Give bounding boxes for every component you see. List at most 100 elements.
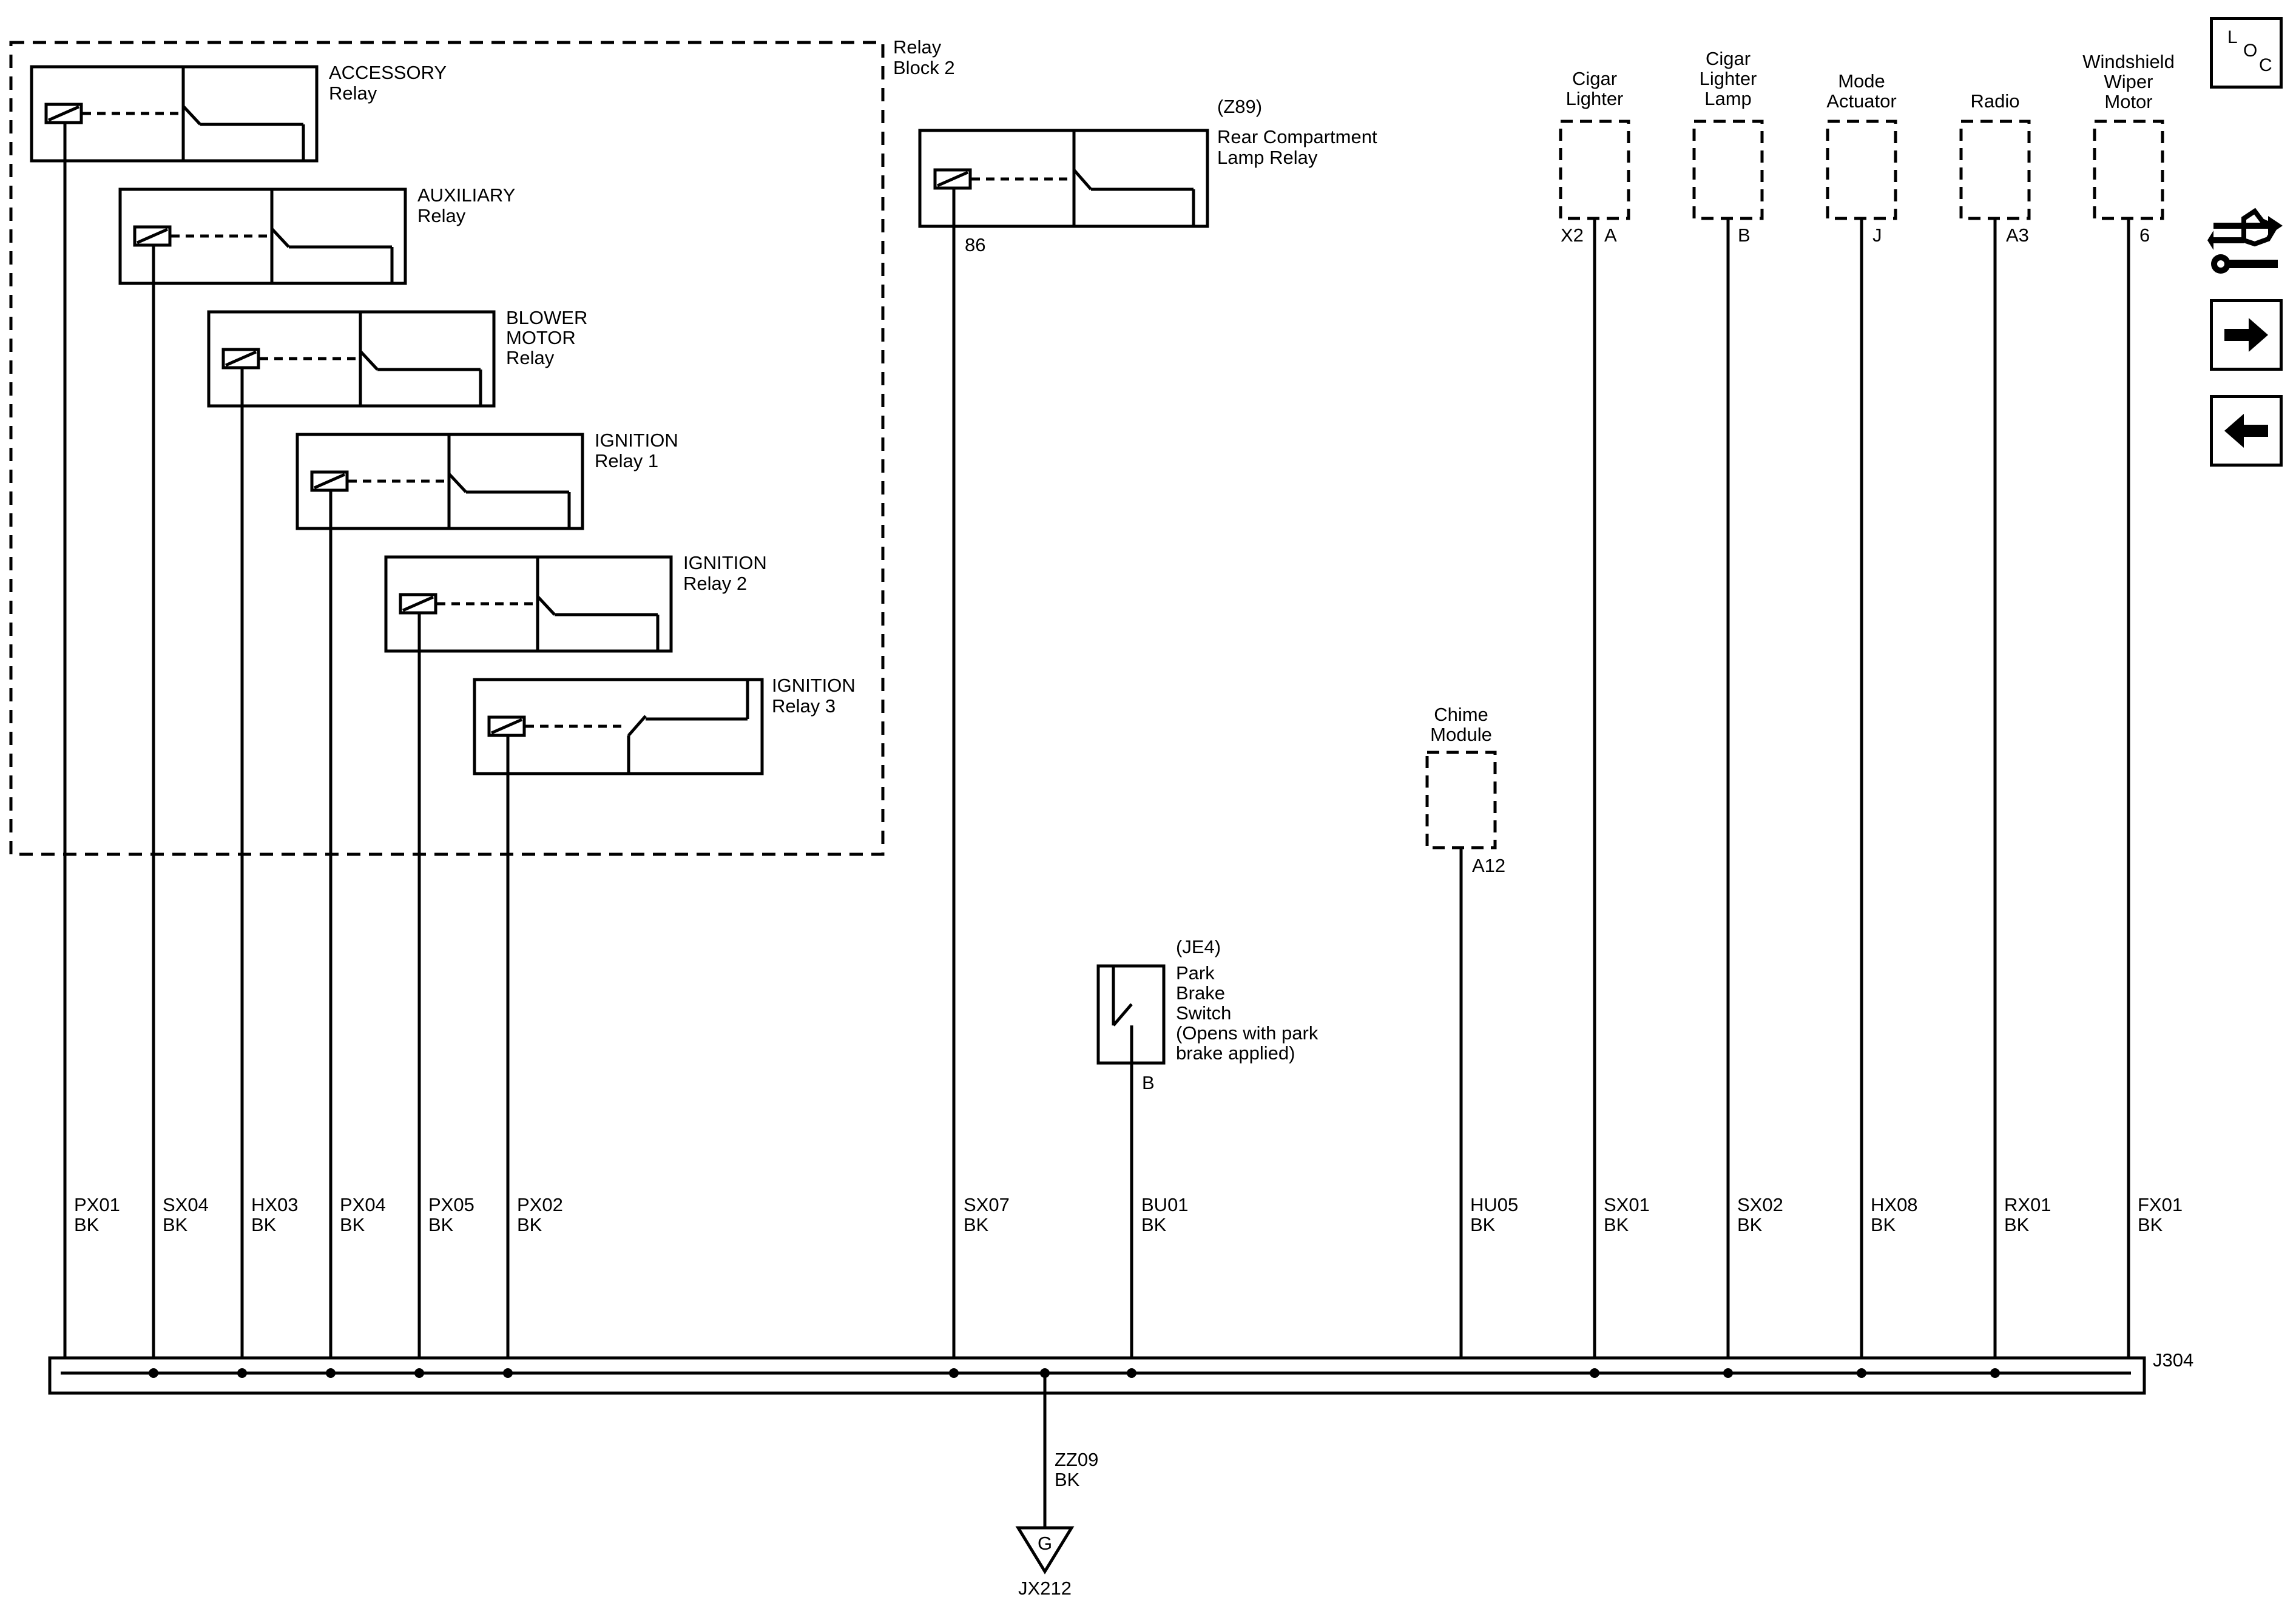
relay-name: Lamp Relay (1217, 147, 1318, 168)
wire-color: BK (340, 1214, 365, 1235)
location-button[interactable]: L O C (2210, 17, 2283, 89)
relay-name: Relay 2 (683, 573, 747, 594)
wire-color: BK (2004, 1214, 2030, 1235)
arrow-left-icon (2224, 414, 2268, 448)
switch-label: (Opens with park (1176, 1022, 1319, 1044)
wire-color: BK (1871, 1214, 1896, 1235)
circuit-id: SX02 (1737, 1194, 1783, 1215)
relay-name: BLOWER (506, 307, 587, 328)
splice-pack: J304 (48, 1349, 2193, 1395)
component-name: Wiper (2104, 71, 2153, 92)
circuit-id: SX01 (1604, 1194, 1650, 1215)
circuit-id: PX01 (74, 1194, 120, 1215)
relay-name: MOTOR (506, 327, 576, 348)
splice-dots (149, 1368, 2000, 1378)
pin-label: A3 (2006, 224, 2029, 246)
auxiliary-relay: AUXILIARY Relay (118, 184, 515, 285)
pin-label: 6 (2139, 224, 2150, 246)
relay-block-label: Block 2 (893, 57, 955, 78)
component-name: Cigar (1572, 68, 1617, 89)
option-code: (Z89) (1217, 96, 1262, 117)
wire-color: BK (2138, 1214, 2163, 1235)
circuit-id: PX04 (340, 1194, 386, 1215)
ignition-relay-3: IGNITION Relay 3 (473, 675, 856, 775)
pin-label: J (1872, 224, 1882, 246)
component-name: Chime (1434, 704, 1488, 725)
ground-symbol-letter: G (1038, 1533, 1052, 1554)
ground-symbol (1015, 1526, 1075, 1575)
component-name: Lighter (1566, 88, 1624, 109)
circuit-id: RX01 (2004, 1194, 2051, 1215)
back-button[interactable] (2210, 395, 2283, 467)
component-name: Radio (1971, 90, 2020, 112)
component-name: Motor (2104, 91, 2152, 112)
wire-color: BK (163, 1214, 188, 1235)
blower-motor-relay: BLOWER MOTOR Relay (207, 307, 587, 408)
circuit-id: ZZ09 (1055, 1449, 1098, 1470)
tools-button[interactable] (2207, 206, 2285, 284)
splice-label: J304 (2153, 1349, 2193, 1371)
relay-name: Relay (417, 205, 466, 226)
switch-label: Park (1176, 962, 1215, 984)
loc-letter: O (2243, 41, 2258, 61)
loc-letter: C (2259, 55, 2272, 75)
relay-name: Relay (506, 347, 555, 368)
component-name: Actuator (1826, 90, 1896, 112)
wire-color: BK (517, 1214, 542, 1235)
wire-color: BK (1737, 1214, 1763, 1235)
wire-color: BK (1055, 1469, 1080, 1490)
chime-module: Chime Module A12 (1425, 704, 1505, 876)
component-name: Module (1430, 724, 1492, 745)
circuit-id: SX07 (964, 1194, 1010, 1215)
wire-color: BK (1141, 1214, 1167, 1235)
circuit-id: BU01 (1141, 1194, 1189, 1215)
component-name: Windshield (2082, 51, 2175, 72)
wire-color: BK (1604, 1214, 1629, 1235)
pin-label: A12 (1472, 855, 1505, 876)
ignition-relay-2: IGNITION Relay 2 (384, 552, 767, 653)
windshield-wiper-motor: Windshield Wiper Motor 6 (2082, 51, 2175, 246)
switch-label: Brake (1176, 982, 1225, 1004)
relay-name: IGNITION (595, 430, 678, 451)
connector-label: X2 (1561, 224, 1584, 246)
circuit-id: PX02 (517, 1194, 563, 1215)
pin-label: B (1142, 1072, 1155, 1093)
ground-label: JX212 (1018, 1578, 1072, 1599)
cigar-lighter-lamp: Cigar Lighter Lamp B (1692, 48, 1764, 246)
circuit-id: HX08 (1871, 1194, 1918, 1215)
relay-block-label: Relay (893, 36, 942, 58)
relay-block-outline (9, 41, 885, 856)
wire-color: BK (74, 1214, 100, 1235)
switch-label: Switch (1176, 1002, 1231, 1024)
component-name: Lighter (1700, 68, 1757, 89)
circuit-id: FX01 (2138, 1194, 2183, 1215)
relay-name: Relay 1 (595, 450, 658, 471)
rear-compartment-lamp-relay: (Z89) Rear Compartment Lamp Relay 86 (918, 96, 1377, 255)
arrow-right-icon (2224, 318, 2268, 352)
circuit-id: HX03 (251, 1194, 299, 1215)
pin-label: A (1604, 224, 1617, 246)
accessory-relay: ACCESSORY Relay (30, 62, 447, 163)
ignition-relay-1: IGNITION Relay 1 (295, 430, 678, 530)
forward-button[interactable] (2210, 299, 2283, 371)
component-name: Mode (1838, 70, 1885, 92)
relay-name: IGNITION (683, 552, 767, 573)
relay-name: AUXILIARY (417, 184, 515, 206)
wire-color: BK (428, 1214, 454, 1235)
relay-name: Relay 3 (772, 695, 836, 717)
tools-icon (2207, 208, 2283, 274)
pin-label: 86 (965, 234, 985, 255)
park-brake-switch: (JE4) Park Brake Switch (Opens with park… (1096, 936, 1319, 1093)
circuit-labels: PX01 BK SX04 BK HX03 BK PX04 BK PX05 BK … (74, 1194, 2183, 1235)
loc-letter: L (2227, 27, 2238, 47)
ground-connection: ZZ09 BK G JX212 (1015, 1373, 1098, 1599)
wire-color: BK (251, 1214, 277, 1235)
relay-name: ACCESSORY (329, 62, 447, 83)
relay-name: Relay (329, 83, 377, 104)
wire-color: BK (1470, 1214, 1496, 1235)
circuit-id: PX05 (428, 1194, 474, 1215)
component-name: Lamp (1704, 88, 1752, 109)
circuit-id: SX04 (163, 1194, 209, 1215)
circuit-id: HU05 (1470, 1194, 1518, 1215)
